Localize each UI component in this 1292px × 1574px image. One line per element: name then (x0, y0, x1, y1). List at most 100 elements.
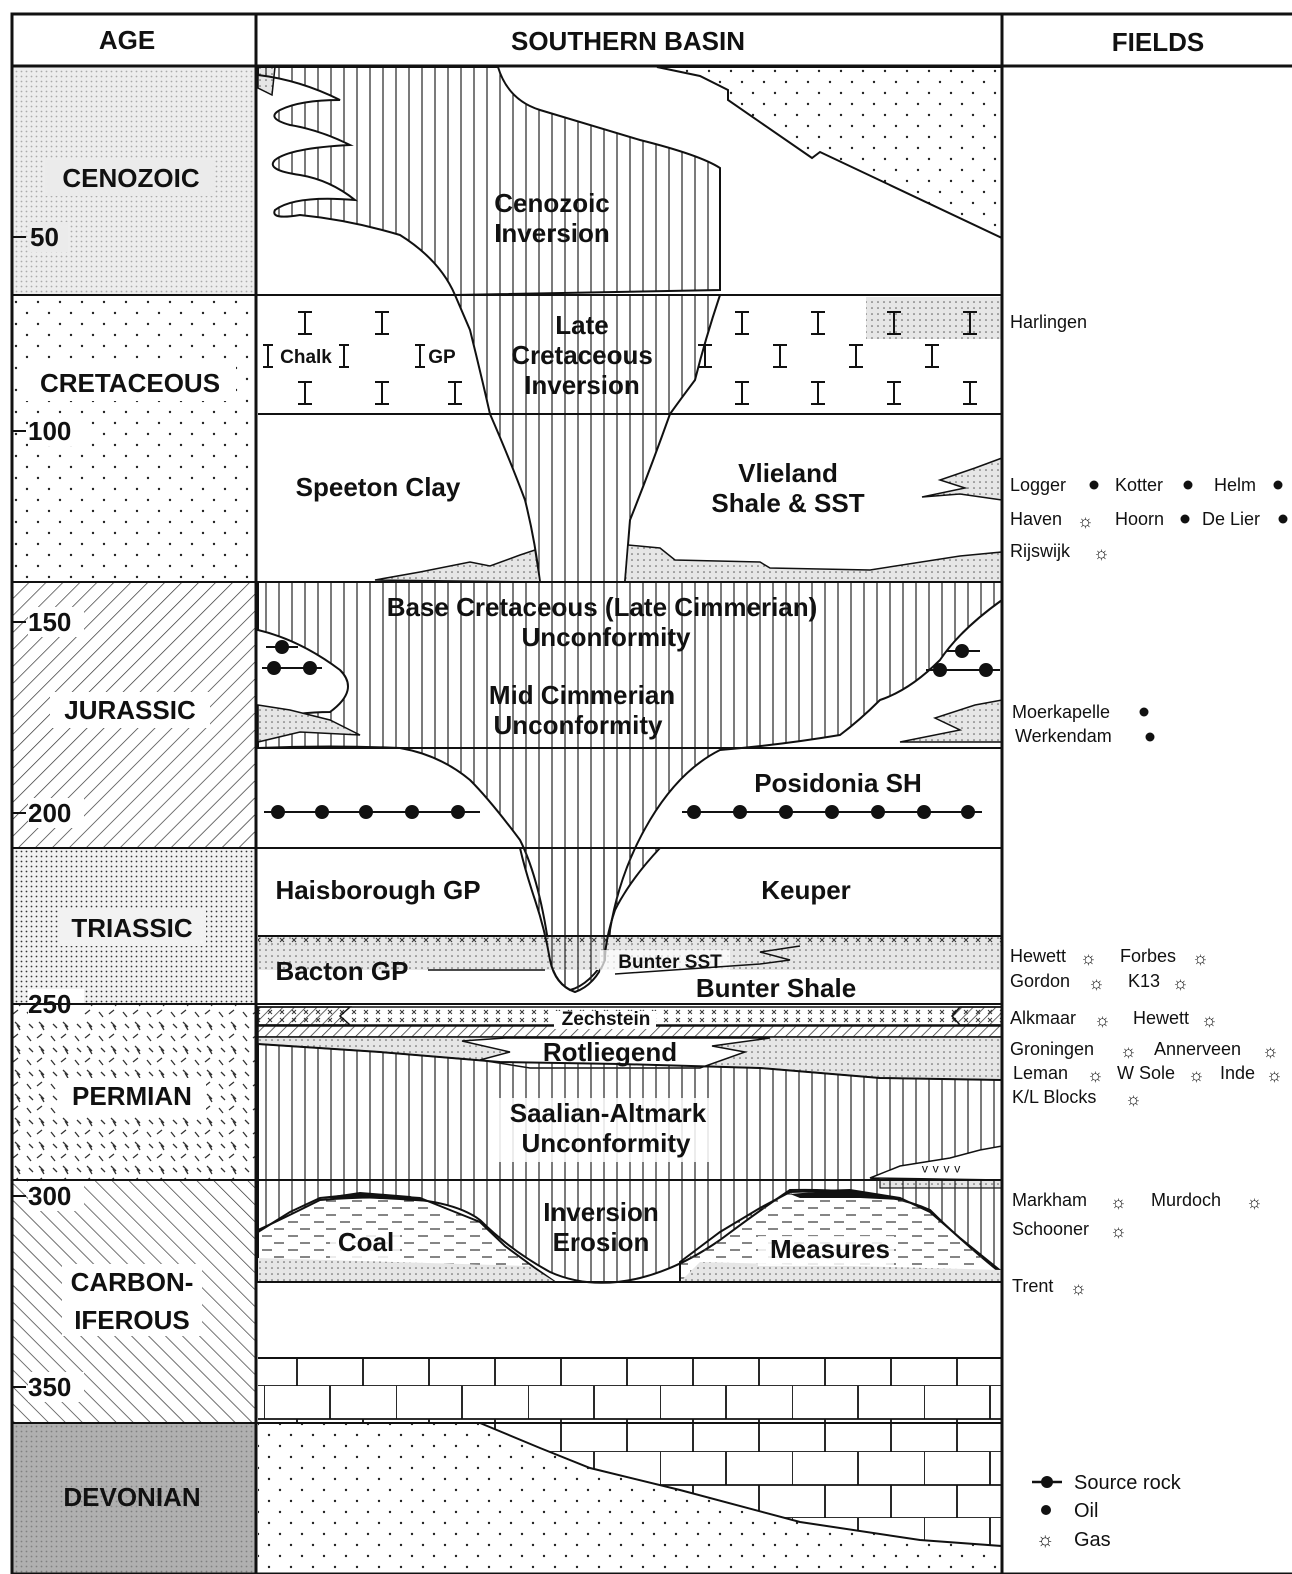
tick-150: 150 (28, 607, 71, 637)
field-rijswijk: Rijswijk (1010, 541, 1071, 561)
gas-icon: ☼ (1093, 543, 1110, 563)
gas-icon: ☼ (1080, 948, 1097, 968)
oil-icon (1273, 480, 1283, 490)
speeton-sand (374, 549, 541, 583)
late-cretaceous-inversion-area (453, 294, 722, 415)
oil-icon (1145, 732, 1155, 742)
field-leman: Leman (1013, 1063, 1068, 1083)
table-frame (10, 12, 1292, 1574)
chalk-section: Chalk GP Late Cretaceous Inversion (263, 294, 1002, 415)
field-werkendam: Werkendam (1015, 726, 1112, 746)
tick-100: 100 (28, 416, 71, 446)
gas-icon: ☼ (1192, 948, 1209, 968)
oil-icon (1139, 707, 1149, 717)
oil-icon (1089, 480, 1099, 490)
field-kl-blocks: K/L Blocks (1012, 1087, 1096, 1107)
gas-icon: ☼ (1070, 1278, 1087, 1298)
gas-icon: ☼ (1110, 1192, 1127, 1212)
field-w-sole: W Sole (1117, 1063, 1175, 1083)
mid-cimmerian-label-2: Unconformity (494, 710, 664, 740)
tick-300: 300 (28, 1181, 71, 1211)
field-hoorn: Hoorn (1115, 509, 1164, 529)
triassic-section: Haisborough GP Keuper Bacton GP Bunter S… (258, 847, 1002, 1003)
header-fields: FIELDS (1112, 27, 1204, 57)
gas-icon: ☼ (1125, 1089, 1142, 1109)
era-permian: PERMIAN (72, 1081, 192, 1111)
gas-icon: ☼ (1246, 1192, 1263, 1212)
oil-icon (1041, 1505, 1051, 1515)
rotliegend-label: Rotliegend (543, 1037, 677, 1067)
base-cretaceous-label-1: Base Cretaceous (Late Cimmerian) (387, 592, 818, 622)
inversion-label-1: Inversion (543, 1197, 659, 1227)
field-helm: Helm (1214, 475, 1256, 495)
legend-source-rock: Source rock (1074, 1472, 1182, 1494)
basin-column: Cenozoic Inversion (12, 66, 1003, 1574)
haisborough-label: Haisborough GP (275, 875, 480, 905)
base-cretaceous-label-2: Unconformity (522, 622, 692, 652)
bunter-shale-label: Bunter Shale (696, 973, 856, 1003)
speeton-clay-label: Speeton Clay (296, 472, 461, 502)
tick-200: 200 (28, 798, 71, 828)
era-carboniferous-line2: IFEROUS (74, 1305, 190, 1335)
cenozoic-inversion-area (257, 66, 721, 297)
era-jurassic: JURASSIC (64, 695, 196, 725)
vlieland-label-2: Shale & SST (711, 488, 864, 518)
keuper-label: Keuper (761, 875, 851, 905)
field-schooner: Schooner (1012, 1219, 1089, 1239)
vlieland-label-1: Vlieland (738, 458, 838, 488)
gas-icon: ☼ (1110, 1221, 1127, 1241)
field-hewett-2: Hewett (1133, 1008, 1189, 1028)
fields-column: Harlingen Logger Kotter Helm Haven ☼ Hoo… (1010, 312, 1288, 1298)
source-rock-symbols (262, 640, 1000, 819)
field-trent: Trent (1012, 1276, 1053, 1296)
gas-icon: ☼ (1077, 511, 1094, 531)
inversion-label-2: Erosion (553, 1227, 650, 1257)
age-column: CENOZOIC CRETACEOUS JURASSIC TRIASSIC PE… (12, 67, 255, 1574)
gas-icon: ☼ (1036, 1529, 1054, 1551)
late-cretaceous-label-1: Late (555, 310, 608, 340)
legend-gas: Gas (1074, 1529, 1111, 1551)
field-kotter: Kotter (1115, 475, 1163, 495)
field-k13: K13 (1128, 971, 1160, 991)
saalian-label-2: Unconformity (522, 1128, 692, 1158)
period-boundaries (12, 294, 1002, 1424)
field-moerkapelle: Moerkapelle (1012, 702, 1110, 722)
lower-cretaceous-section: Speeton Clay Vlieland Shale & SST (296, 413, 1003, 583)
gas-icon: ☼ (1262, 1041, 1279, 1061)
era-triassic: TRIASSIC (71, 913, 193, 943)
permian-section: ᵛ ᵛ ᵛ ᵛ Zechstein Rotliegend Saalian-Alt… (257, 1006, 1003, 1189)
legend-oil: Oil (1074, 1500, 1098, 1522)
header-age: AGE (99, 25, 155, 55)
field-inde: Inde (1220, 1063, 1255, 1083)
tick-350: 350 (28, 1372, 71, 1402)
bunter-sst-label: Bunter SST (618, 952, 722, 973)
field-groningen: Groningen (1010, 1039, 1094, 1059)
field-murdoch: Murdoch (1151, 1190, 1221, 1210)
limestone-bricks (258, 1358, 1002, 1423)
oil-icon (1278, 514, 1288, 524)
measures-label: Measures (770, 1234, 890, 1264)
posidonia-label: Posidonia SH (754, 768, 922, 798)
carboniferous-section: Coal Inversion Erosion Measures (257, 1179, 1003, 1423)
gas-icon: ☼ (1201, 1010, 1218, 1030)
late-cretaceous-label-3: Inversion (524, 370, 640, 400)
gas-icon: ☼ (1188, 1065, 1205, 1085)
field-harlingen: Harlingen (1010, 312, 1087, 332)
devonian-section (258, 1422, 1003, 1574)
oil-icon (1183, 480, 1193, 490)
gp-label: GP (428, 347, 456, 368)
field-markham: Markham (1012, 1190, 1087, 1210)
bacton-label: Bacton GP (276, 956, 409, 986)
triassic-inversion-area (518, 847, 663, 994)
field-haven: Haven (1010, 509, 1062, 529)
era-carboniferous-line1: CARBON- (71, 1267, 194, 1297)
jurassic-sand-right (899, 699, 1003, 743)
gas-icon: ☼ (1088, 973, 1105, 993)
cenozoic-inversion-label-2: Inversion (494, 218, 610, 248)
field-hewett: Hewett (1010, 946, 1066, 966)
field-alkmaar: Alkmaar (1010, 1008, 1076, 1028)
source-rock-dot (1041, 1476, 1053, 1488)
cenozoic-inversion-label-1: Cenozoic (494, 188, 610, 218)
mid-cimmerian-label-1: Mid Cimmerian (489, 680, 675, 710)
